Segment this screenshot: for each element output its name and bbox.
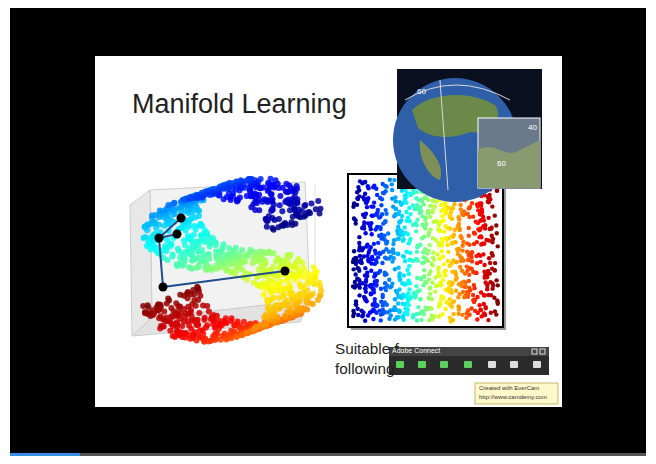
adobe-connect-panel [389, 347, 549, 375]
slide-text: Suitable f [335, 341, 399, 358]
progress-track [10, 453, 646, 456]
grid-number: 60 [497, 160, 506, 169]
watermark: http://www.camdemy.com [479, 394, 547, 401]
video-frame [10, 8, 646, 456]
progress-bar [10, 453, 80, 456]
watermark: Created with EverCam [479, 385, 539, 392]
s-curve-points [140, 176, 324, 345]
globe-image [393, 69, 542, 202]
axes-box [130, 182, 315, 336]
panel-title: Adobe Connect [392, 347, 440, 355]
grid-number: 60 [417, 88, 426, 97]
evercam-badge [475, 383, 558, 404]
grid-number: 40 [528, 124, 537, 133]
distance-lines [155, 214, 290, 292]
unfolded-scatter [348, 174, 506, 330]
slide [95, 56, 562, 407]
slide-text: following [335, 361, 395, 378]
slide-title: Manifold Learning [132, 90, 347, 120]
